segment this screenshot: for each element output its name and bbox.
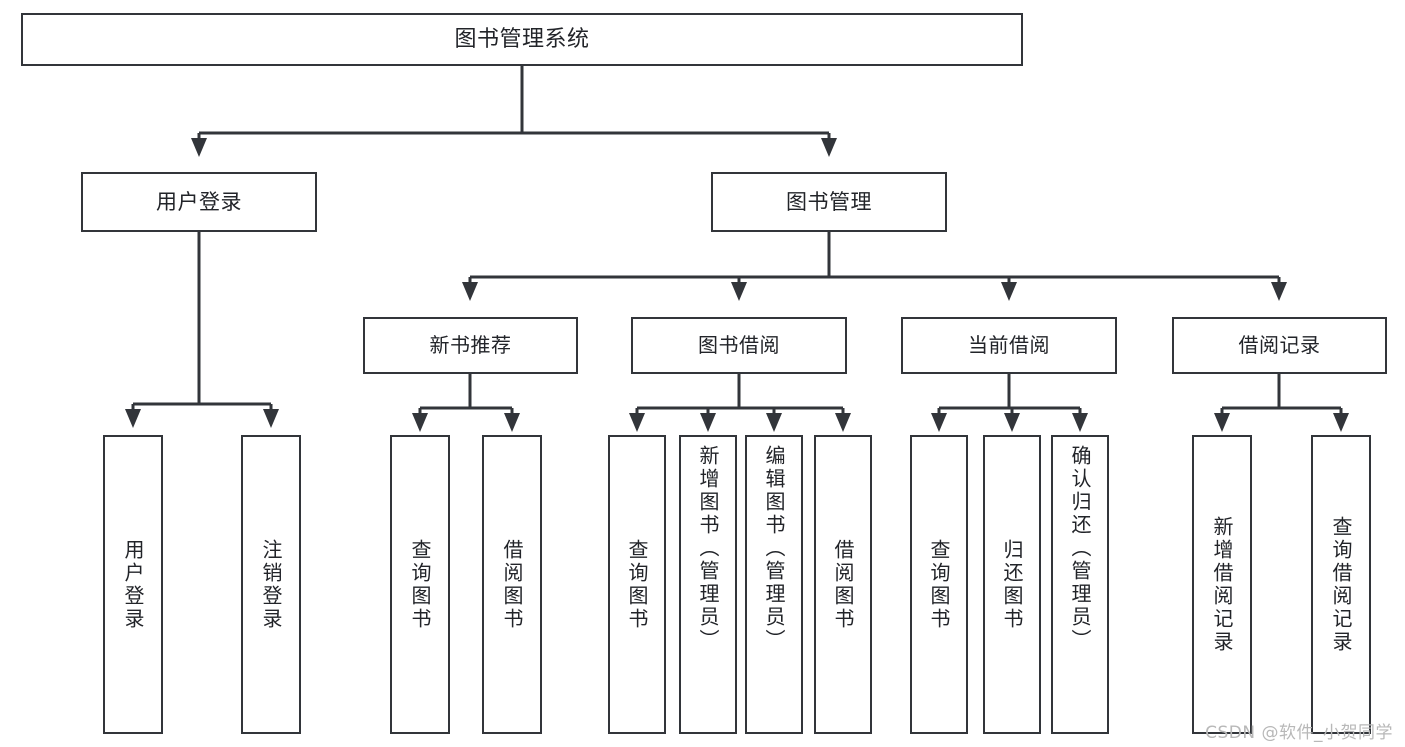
node-leaf-edit-book[interactable]: 编辑图书（管理员） xyxy=(745,435,803,734)
node-leaf-query-record[interactable]: 查询借阅记录 xyxy=(1311,435,1371,734)
node-leaf-edit-book-label: 编辑图书（管理员） xyxy=(762,445,786,652)
node-leaf-borrow-book-1[interactable]: 借阅图书 xyxy=(482,435,542,734)
node-book-manage-label: 图书管理 xyxy=(786,189,872,214)
node-current-borrow-label: 当前借阅 xyxy=(968,333,1050,357)
node-root[interactable]: 图书管理系统 xyxy=(21,13,1023,66)
node-leaf-borrow-book-1-label: 借阅图书 xyxy=(500,538,524,631)
node-leaf-query-book-1[interactable]: 查询图书 xyxy=(390,435,450,734)
csdn-watermark: CSDN @软件_小贺同学 xyxy=(1205,723,1393,743)
node-user-login[interactable]: 用户登录 xyxy=(81,172,317,232)
node-borrow-record-label: 借阅记录 xyxy=(1238,333,1321,357)
node-leaf-logout-label: 注销登录 xyxy=(259,538,283,631)
node-new-book-recommend[interactable]: 新书推荐 xyxy=(363,317,578,374)
node-current-borrow[interactable]: 当前借阅 xyxy=(901,317,1117,374)
node-user-login-label: 用户登录 xyxy=(156,189,242,214)
node-book-manage[interactable]: 图书管理 xyxy=(711,172,947,232)
node-leaf-query-book-2-label: 查询图书 xyxy=(625,538,649,631)
node-book-borrow[interactable]: 图书借阅 xyxy=(631,317,847,374)
node-new-book-recommend-label: 新书推荐 xyxy=(429,333,512,357)
node-leaf-return-book-label: 归还图书 xyxy=(1000,538,1024,631)
node-leaf-borrow-book-2[interactable]: 借阅图书 xyxy=(814,435,872,734)
node-leaf-user-login[interactable]: 用户登录 xyxy=(103,435,163,734)
node-leaf-query-book-1-label: 查询图书 xyxy=(408,538,432,631)
node-leaf-add-book-label: 新增图书（管理员） xyxy=(696,445,720,652)
node-leaf-return-book[interactable]: 归还图书 xyxy=(983,435,1041,734)
node-root-label: 图书管理系统 xyxy=(454,26,590,52)
node-borrow-record[interactable]: 借阅记录 xyxy=(1172,317,1387,374)
node-leaf-borrow-book-2-label: 借阅图书 xyxy=(831,538,855,631)
node-leaf-add-record[interactable]: 新增借阅记录 xyxy=(1192,435,1252,734)
node-leaf-query-record-label: 查询借阅记录 xyxy=(1329,515,1353,654)
node-book-borrow-label: 图书借阅 xyxy=(698,333,780,357)
node-leaf-user-login-label: 用户登录 xyxy=(121,538,145,631)
node-leaf-add-record-label: 新增借阅记录 xyxy=(1210,515,1234,654)
node-leaf-add-book[interactable]: 新增图书（管理员） xyxy=(679,435,737,734)
node-leaf-confirm-return-label: 确认归还（管理员） xyxy=(1068,445,1092,652)
node-leaf-query-book-3[interactable]: 查询图书 xyxy=(910,435,968,734)
node-leaf-confirm-return[interactable]: 确认归还（管理员） xyxy=(1051,435,1109,734)
node-leaf-logout[interactable]: 注销登录 xyxy=(241,435,301,734)
node-leaf-query-book-2[interactable]: 查询图书 xyxy=(608,435,666,734)
node-leaf-query-book-3-label: 查询图书 xyxy=(927,538,951,631)
